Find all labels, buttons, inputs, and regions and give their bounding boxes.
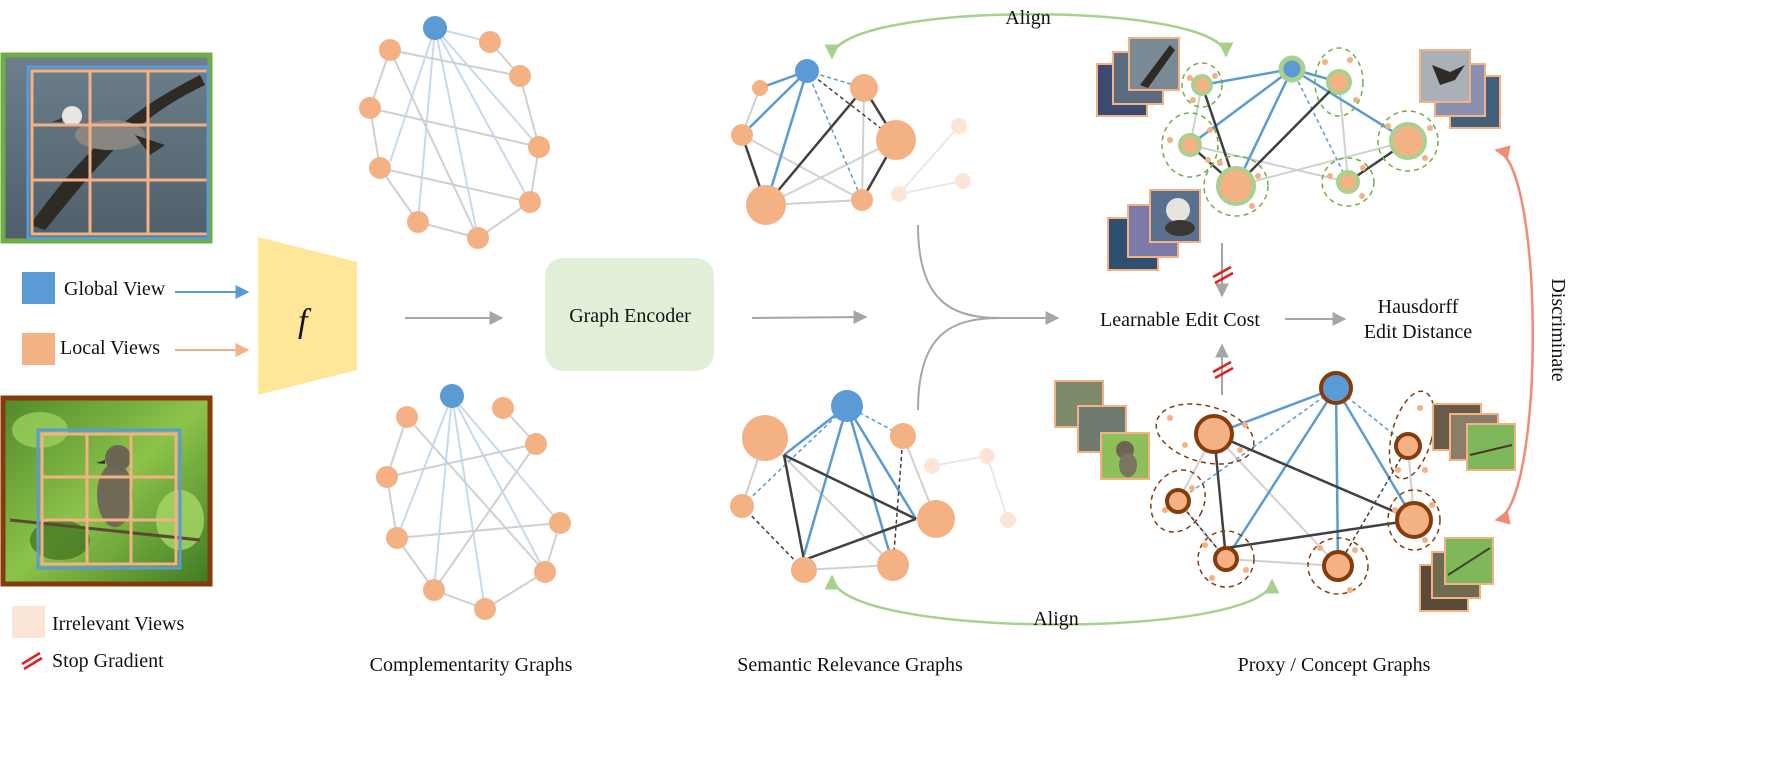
albatross-image [0, 52, 213, 244]
thumbnail-stack-top-left [1096, 37, 1180, 117]
semantic-graph-top [731, 59, 971, 225]
learnable-edit-cost-label: Learnable Edit Cost [1100, 309, 1260, 331]
irrelevant-views-label: Irrelevant Views [52, 613, 184, 635]
complementarity-graph-top [359, 16, 550, 249]
encoder-f [258, 237, 357, 395]
align-label-top: Align [1005, 7, 1051, 29]
semantic-graph-bottom [730, 390, 1016, 583]
global-view-label: Global View [64, 278, 166, 300]
graph-encoder-box [545, 258, 714, 371]
stop-gradient-icon [1212, 360, 1234, 380]
thumbnail-stack-top-right [1419, 49, 1501, 129]
global-view-box [36, 428, 182, 570]
proxy-concept-graphs-caption: Proxy / Concept Graphs [1238, 654, 1431, 676]
discriminate-arrow [1494, 145, 1534, 525]
align-arrow-bottom [824, 574, 1280, 626]
align-arrow-top [824, 13, 1234, 60]
global-view-swatch [22, 272, 55, 304]
hausdorff-label-line2: Edit Distance [1364, 321, 1472, 343]
complementarity-graphs-caption: Complementarity Graphs [370, 654, 573, 676]
stop-gradient-label: Stop Gradient [52, 650, 164, 672]
complementarity-graph-bottom [376, 384, 571, 620]
stop-gradient-icon [21, 651, 43, 671]
graph-encoder-label: Graph Encoder [569, 305, 691, 327]
arrow-to-semantic [751, 310, 868, 325]
align-label-bottom: Align [1033, 608, 1079, 630]
discriminate-label: Discriminate [1547, 278, 1569, 381]
proxy-graph-bottom [1150, 371, 1441, 595]
thumbnail-stack-bottom-right-top [1432, 403, 1516, 471]
proxy-graph-top [1161, 47, 1439, 217]
semantic-relevance-graphs-caption: Semantic Relevance Graphs [737, 654, 963, 676]
thumbnail-stack-bottom-right-bottom [1419, 537, 1494, 612]
flycatcher-image [0, 395, 213, 587]
thumbnail-stack-bottom-left [1054, 380, 1150, 480]
irrelevant-views-swatch [12, 606, 45, 638]
global-view-box [26, 65, 210, 240]
stop-gradient-icon [1212, 265, 1234, 285]
thumbnail-stack-top-bottom [1107, 189, 1201, 271]
hausdorff-label-line1: Hausdorff [1378, 296, 1459, 318]
local-views-swatch [22, 333, 55, 365]
merge-arrow [917, 224, 1060, 411]
local-views-label: Local Views [60, 337, 160, 359]
